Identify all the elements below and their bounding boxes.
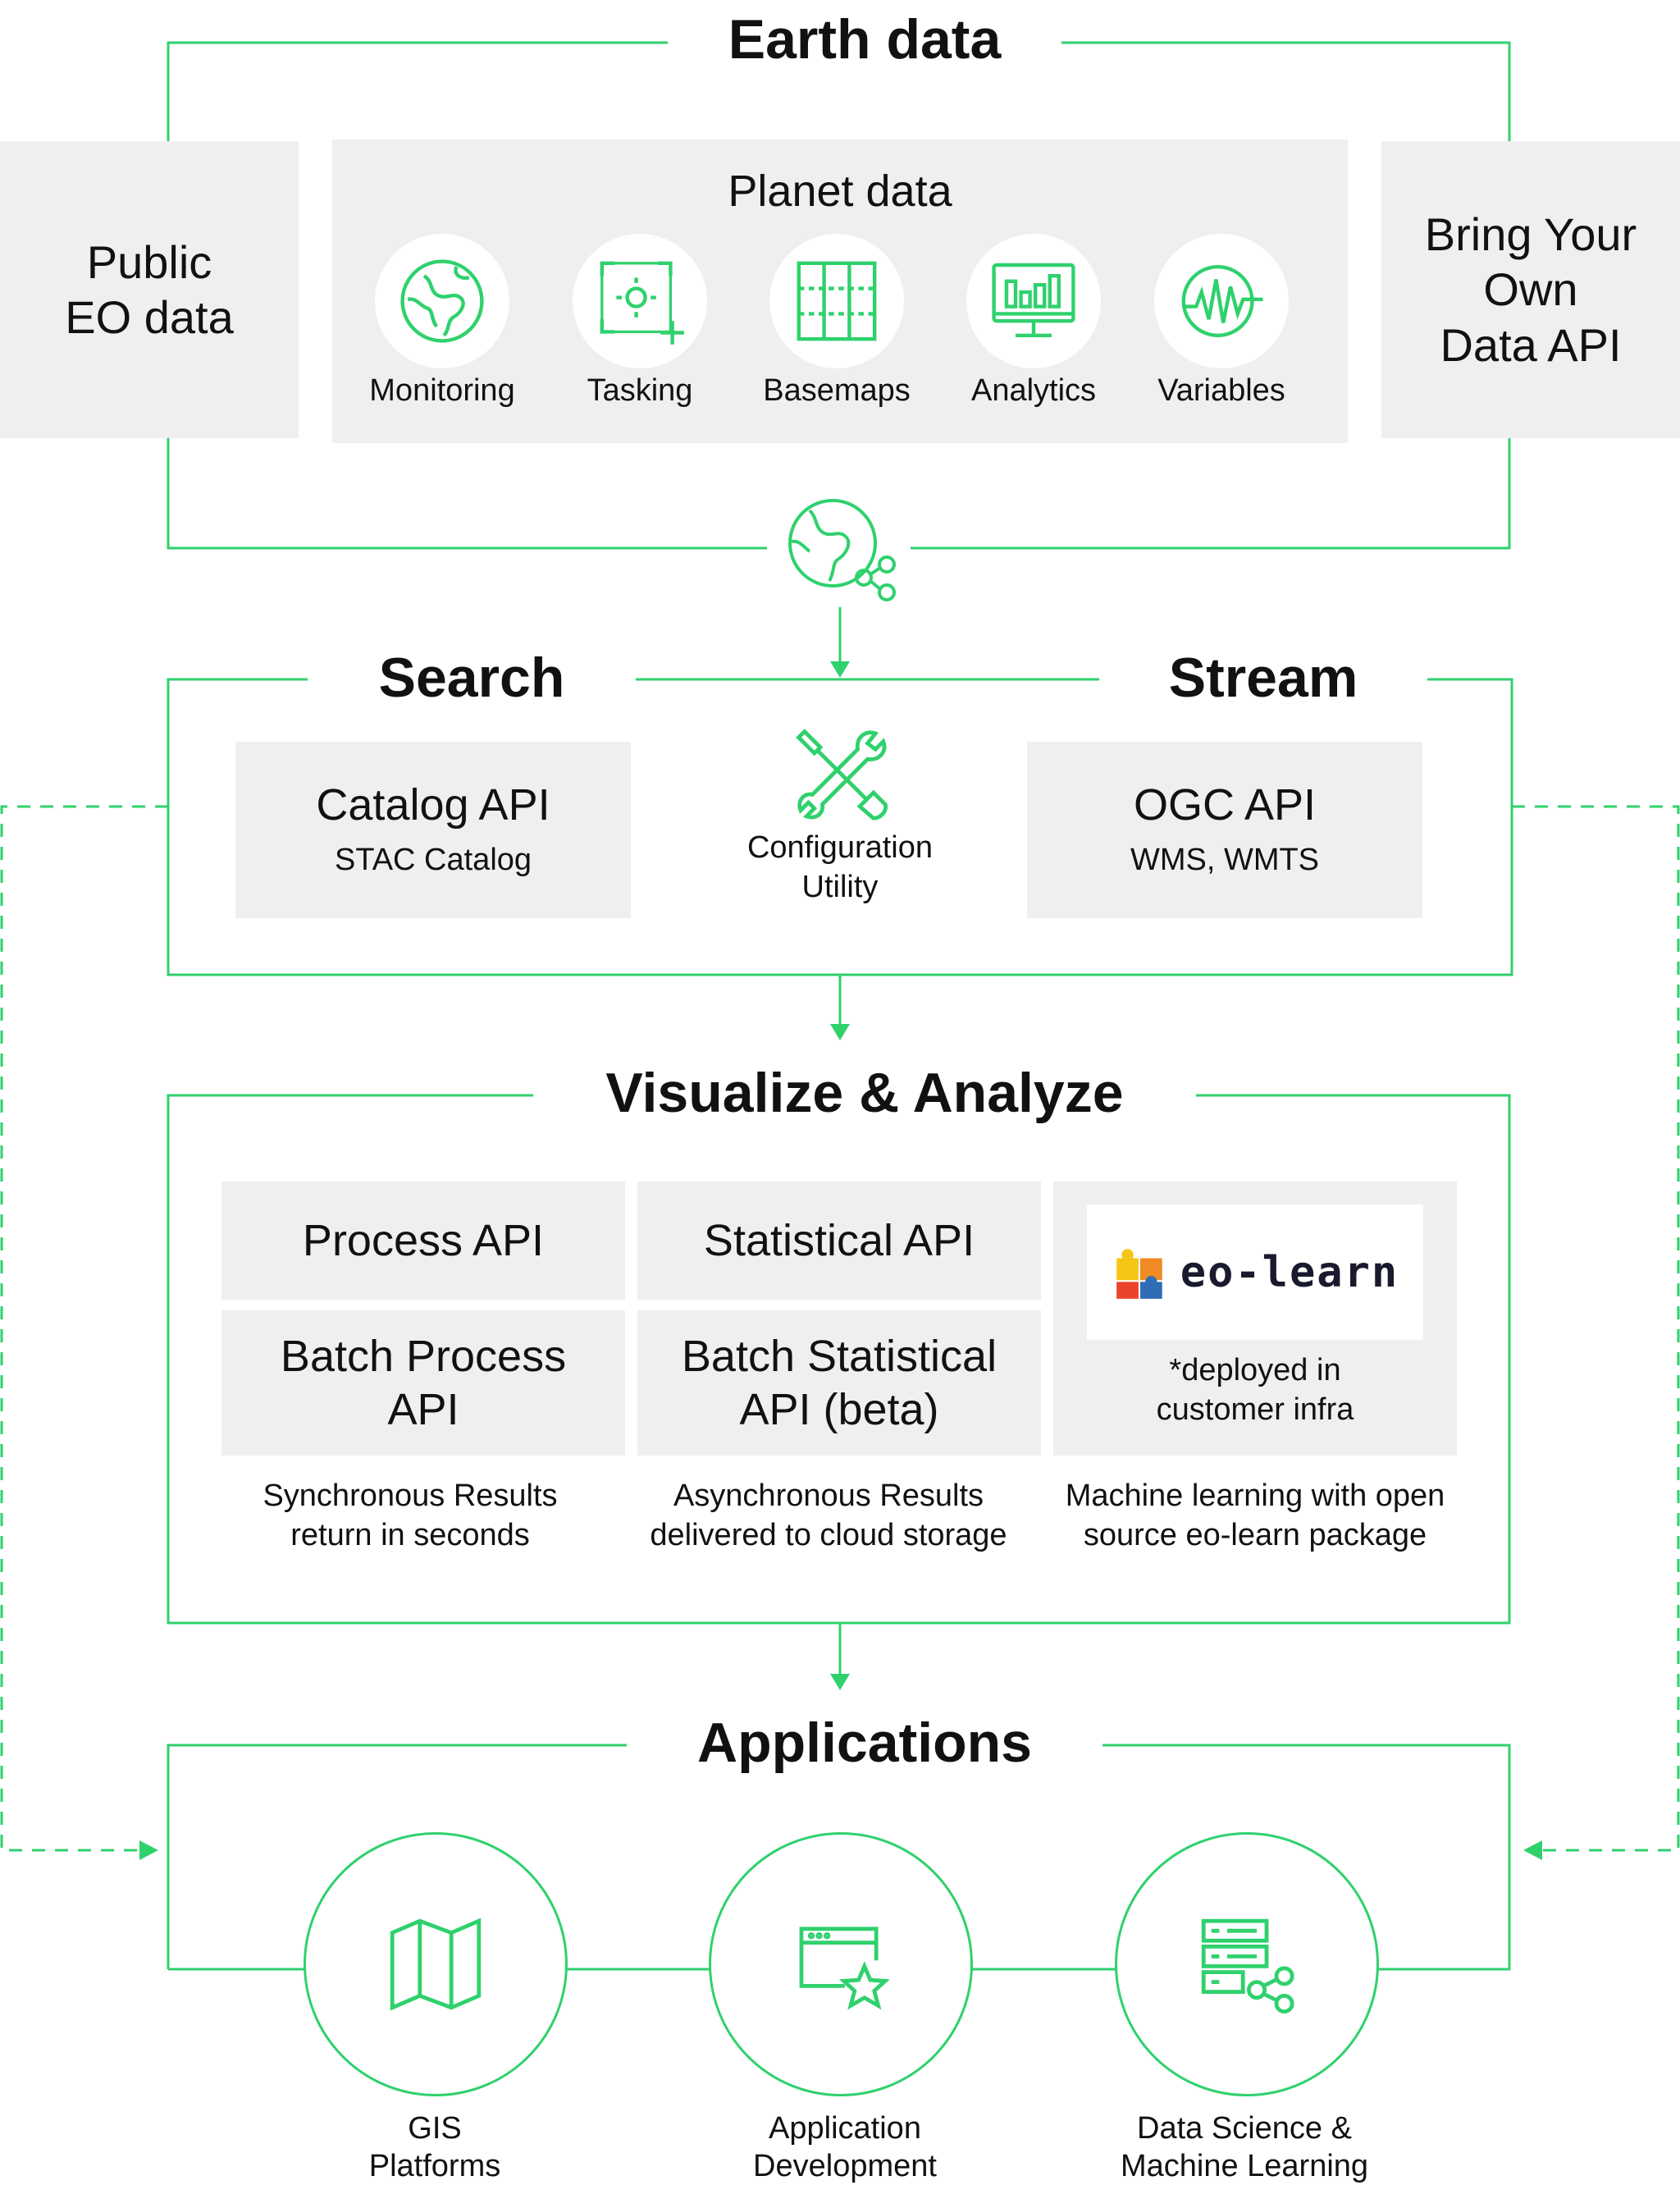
monitoring-label: Monitoring [369,373,515,408]
applications-title: Applications [627,1715,1102,1771]
eo-learn-note: *deployed in customer infra [1156,1353,1354,1427]
process-caption: Synchronous Results return in seconds [262,1479,558,1552]
batch-process-api-label: Batch Process API [280,1331,567,1434]
analytics-icon-circle[interactable] [966,234,1101,368]
catalog-api-label: Catalog API [316,780,550,830]
gis-platforms-label: GIS Platforms [368,2111,501,2183]
analytics-label: Analytics [970,373,1097,408]
wrench-screwdriver-icon [796,729,888,821]
eo-learn-logo: eo-learn [1087,1204,1423,1340]
ogc-api-box[interactable]: OGC API WMS, WMTS [1027,742,1422,918]
process-api-label: Process API [302,1215,545,1265]
basemaps-label: Basemaps [763,373,911,408]
public-eo-data-label: Public EO data [65,235,234,343]
globe-icon [400,259,484,343]
eo-learn-box[interactable]: eo-learn *deployed in customer infra [1053,1182,1457,1456]
data-science-ml-circle[interactable] [1115,1832,1379,2096]
visualize-analyze-title: Visualize & Analyze [533,1065,1196,1121]
statistical-api-box[interactable]: Statistical API [637,1182,1041,1300]
search-title: Search [308,650,636,706]
stream-title: Stream [1099,650,1427,706]
globe-share-icon-wrap [767,492,911,607]
ogc-api-label: OGC API [1133,780,1317,830]
tasking-icon-circle[interactable] [573,234,707,368]
variables-icon-circle[interactable] [1154,234,1289,368]
browser-star-icon [799,1927,890,2010]
eo-learn-caption: Machine learning with open source eo-lea… [1065,1479,1445,1552]
monitoring-icon-circle[interactable] [375,234,509,368]
grid-map-icon [797,261,877,341]
byod-api-box: Bring Your Own Data API [1381,141,1680,438]
byod-api-label: Bring Your Own Data API [1424,208,1637,371]
tasking-target-icon [600,261,684,345]
puzzle-pieces-icon [1116,1248,1162,1299]
folded-map-icon [390,1918,482,2011]
catalog-api-box[interactable]: Catalog API STAC Catalog [235,742,631,918]
earth-data-title: Earth data [668,11,1061,67]
data-share-icon [1201,1918,1294,2014]
globe-wave-icon [1181,265,1263,337]
configuration-utility-label: Configuration Utility [746,830,934,904]
variables-label: Variables [1157,373,1285,408]
tasking-label: Tasking [587,373,693,408]
planet-data-title: Planet data [728,167,952,216]
statistical-caption: Asynchronous Results delivered to cloud … [650,1479,1007,1552]
public-eo-data-box: Public EO data [0,141,299,438]
monitor-chart-icon [992,263,1075,337]
tools-icon-wrap [791,724,889,822]
data-science-ml-label: Data Science & Machine Learning [1120,2111,1369,2183]
batch-statistical-api-label: Batch Statistical API (beta) [681,1331,998,1434]
globe-share-icon [788,499,896,601]
catalog-api-sub: STAC Catalog [334,843,532,878]
gis-platforms-circle[interactable] [304,1832,568,2096]
process-api-box[interactable]: Process API [221,1182,625,1300]
ogc-api-sub: WMS, WMTS [1130,843,1320,878]
application-development-circle[interactable] [709,1832,973,2096]
application-development-label: Application Development [753,2111,937,2183]
batch-process-api-box[interactable]: Batch Process API [221,1310,625,1456]
eo-learn-logo-text: eo-learn [1180,1247,1399,1297]
basemaps-icon-circle[interactable] [769,234,904,368]
batch-statistical-api-box[interactable]: Batch Statistical API (beta) [637,1310,1041,1456]
statistical-api-label: Statistical API [703,1215,975,1265]
